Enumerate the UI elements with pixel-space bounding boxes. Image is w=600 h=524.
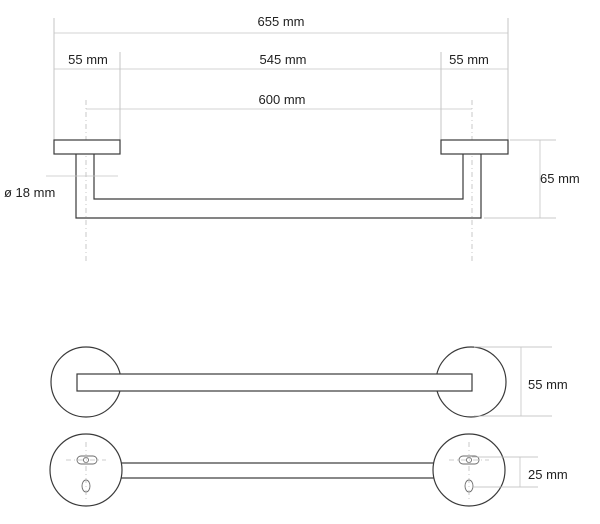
bar-span-label: 545 mm (260, 52, 307, 67)
tube-diameter-label: ø 18 mm (4, 185, 55, 200)
projection-depth-label: 65 mm (540, 171, 580, 186)
top-dimension-lines (53, 18, 509, 142)
bar-tube-outer (75, 154, 482, 219)
right-mount-width-label: 55 mm (449, 52, 489, 67)
top-view (50, 346, 507, 418)
bar-rear-view (114, 462, 443, 479)
rear-view (49, 433, 506, 507)
hole-spacing-label: 25 mm (528, 467, 568, 482)
depth-dimension (484, 139, 556, 219)
mount-diameter-label: 55 mm (528, 377, 568, 392)
center-lines (85, 100, 473, 262)
left-wall-mount (53, 139, 121, 155)
left-mount-width-label: 55 mm (68, 52, 108, 67)
hole-spacing-dimension (472, 456, 538, 488)
center-distance-label: 600 mm (259, 92, 306, 107)
front-view (53, 139, 509, 219)
right-wall-mount (440, 139, 509, 155)
bar-tube-inner (93, 154, 464, 200)
overall-width-label: 655 mm (258, 14, 305, 29)
mount-diameter-dimension (474, 346, 552, 417)
bar-top-view (76, 373, 473, 392)
